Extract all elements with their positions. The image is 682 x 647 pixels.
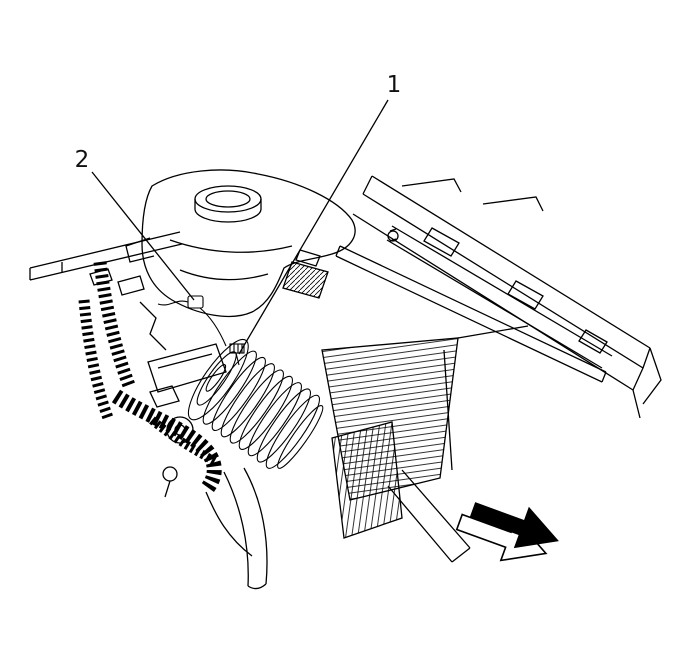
callouts: 1 2: [75, 72, 402, 355]
rail-bracket: [423, 227, 460, 257]
small-connector: [117, 275, 145, 296]
vacuum-hose-connector: [157, 295, 227, 347]
callout-2-leader: [91, 171, 195, 301]
wire-harness-hoses: [78, 261, 167, 420]
callout-1-leader: [238, 99, 389, 355]
rail-bolt: [387, 230, 399, 242]
callout-2-label: 2: [75, 147, 90, 173]
diagonal-strut: [335, 245, 607, 383]
rail-bracket: [507, 280, 544, 310]
small-hose: [149, 416, 219, 466]
wrapped-hose: [93, 261, 137, 391]
fender-frame-rails: [335, 175, 662, 419]
filler-ring: [194, 185, 262, 213]
wrapped-hose: [78, 299, 114, 420]
engine-top-shroud: [89, 169, 356, 318]
duct-clamp-bolt: [229, 343, 245, 366]
engine-lower-assembly: [111, 343, 268, 590]
left-tie-bar: [29, 231, 183, 281]
intake-duct: [187, 338, 324, 469]
front-of-vehicle-arrow-icon: [455, 502, 559, 562]
rail-bracket: [578, 329, 608, 354]
callout-1-label: 1: [387, 72, 402, 98]
relay-bracket: [282, 249, 329, 299]
air-baffle: [321, 337, 471, 563]
radiator-hose: [111, 389, 222, 495]
dipstick-ring: [162, 466, 178, 482]
